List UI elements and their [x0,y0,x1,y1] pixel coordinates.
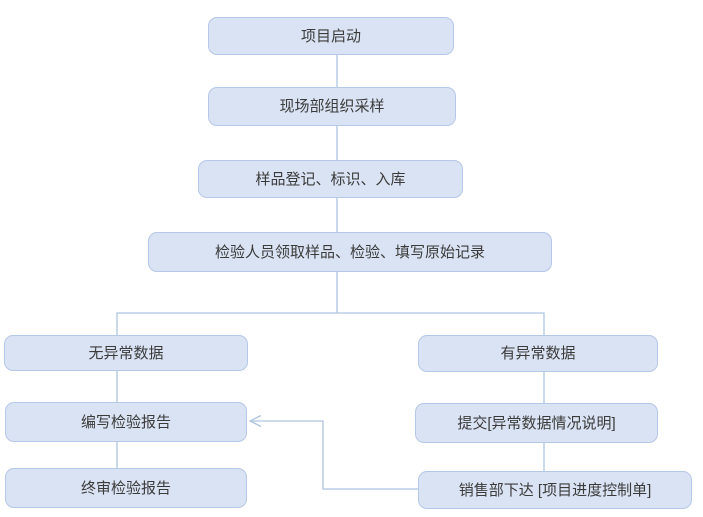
node-write-report: 编写检验报告 [5,402,247,442]
node-submit-abnormal-note-label: 提交[异常数据情况说明] [457,414,616,432]
node-write-report-label: 编写检验报告 [80,413,171,431]
node-submit-abnormal-note: 提交[异常数据情况说明] [415,403,658,443]
edge-branch-bar [116,312,545,335]
node-abnormal-data-label: 有异常数据 [500,345,576,362]
node-project-start: 项目启动 [208,17,454,55]
node-field-sampling: 现场部组织采样 [208,87,456,126]
node-sample-registration: 样品登记、标识、入库 [198,160,463,198]
node-sales-control-sheet-label: 销售部下达 [项目进度控制单] [458,481,652,499]
node-no-abnormal-data-label: 无异常数据 [88,344,164,362]
node-abnormal-data: 有异常数据 [418,335,658,372]
arrowhead-left-icon [248,414,262,428]
node-sales-control-sheet: 销售部下达 [项目进度控制单] [418,471,692,509]
node-final-review-report-label: 终审检验报告 [80,479,171,497]
edge-salesissue-writereport [252,420,418,490]
node-no-abnormal-data: 无异常数据 [4,335,248,371]
node-inspection-record: 检验人员领取样品、检验、填写原始记录 [148,232,552,272]
node-project-start-label: 项目启动 [300,27,361,45]
node-final-review-report: 终审检验报告 [5,468,247,508]
node-sample-registration-label: 样品登记、标识、入库 [255,170,406,188]
node-field-sampling-label: 现场部组织采样 [279,98,385,115]
node-inspection-record-label: 检验人员领取样品、检验、填写原始记录 [214,243,485,261]
